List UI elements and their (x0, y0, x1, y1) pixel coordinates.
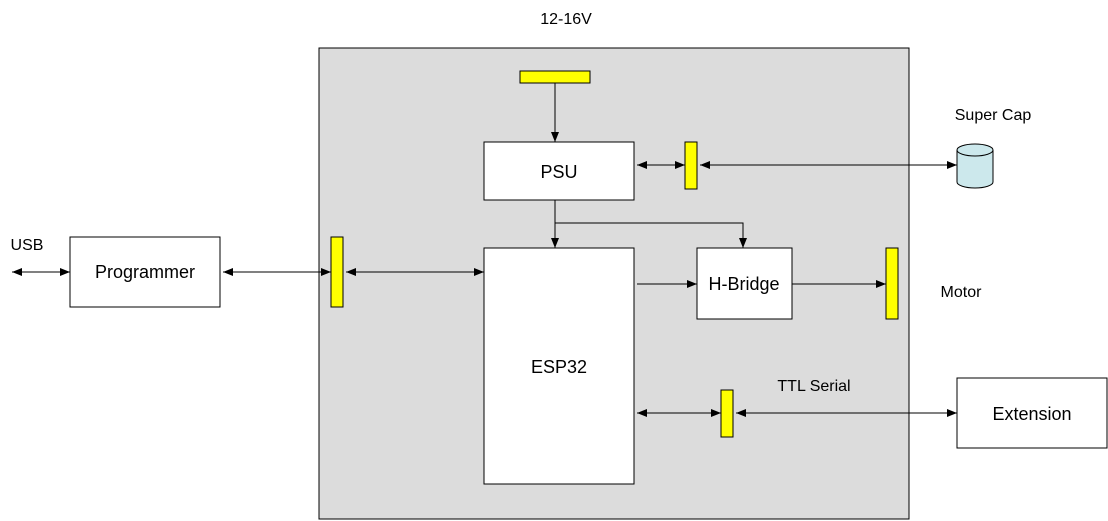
psu-to-hbridge-arrow (555, 222, 747, 248)
supply-voltage-label: 12-16V (540, 11, 592, 28)
programmer-connector[interactable] (330, 236, 344, 308)
super-cap-icon (956, 143, 994, 189)
psu-block[interactable] (483, 141, 635, 201)
serial-connector[interactable] (720, 389, 734, 438)
esp32-block[interactable] (483, 247, 635, 485)
h-bridge-label: H-Bridge (708, 274, 779, 294)
usb-label: USB (11, 237, 44, 254)
h-bridge-block[interactable] (696, 247, 793, 320)
power-connector[interactable] (519, 70, 591, 84)
motor-connector[interactable] (885, 247, 899, 320)
ttl-serial-label: TTL Serial (777, 378, 850, 395)
esp32-label: ESP32 (531, 357, 587, 377)
programmer-label: Programmer (95, 262, 195, 282)
motor-label: Motor (941, 284, 983, 301)
extension-block[interactable] (956, 377, 1108, 449)
supercap-connector[interactable] (684, 141, 698, 190)
programmer-block[interactable] (69, 236, 221, 308)
psu-label: PSU (540, 162, 577, 182)
super-cap-label: Super Cap (955, 107, 1032, 124)
extension-label: Extension (992, 404, 1071, 424)
